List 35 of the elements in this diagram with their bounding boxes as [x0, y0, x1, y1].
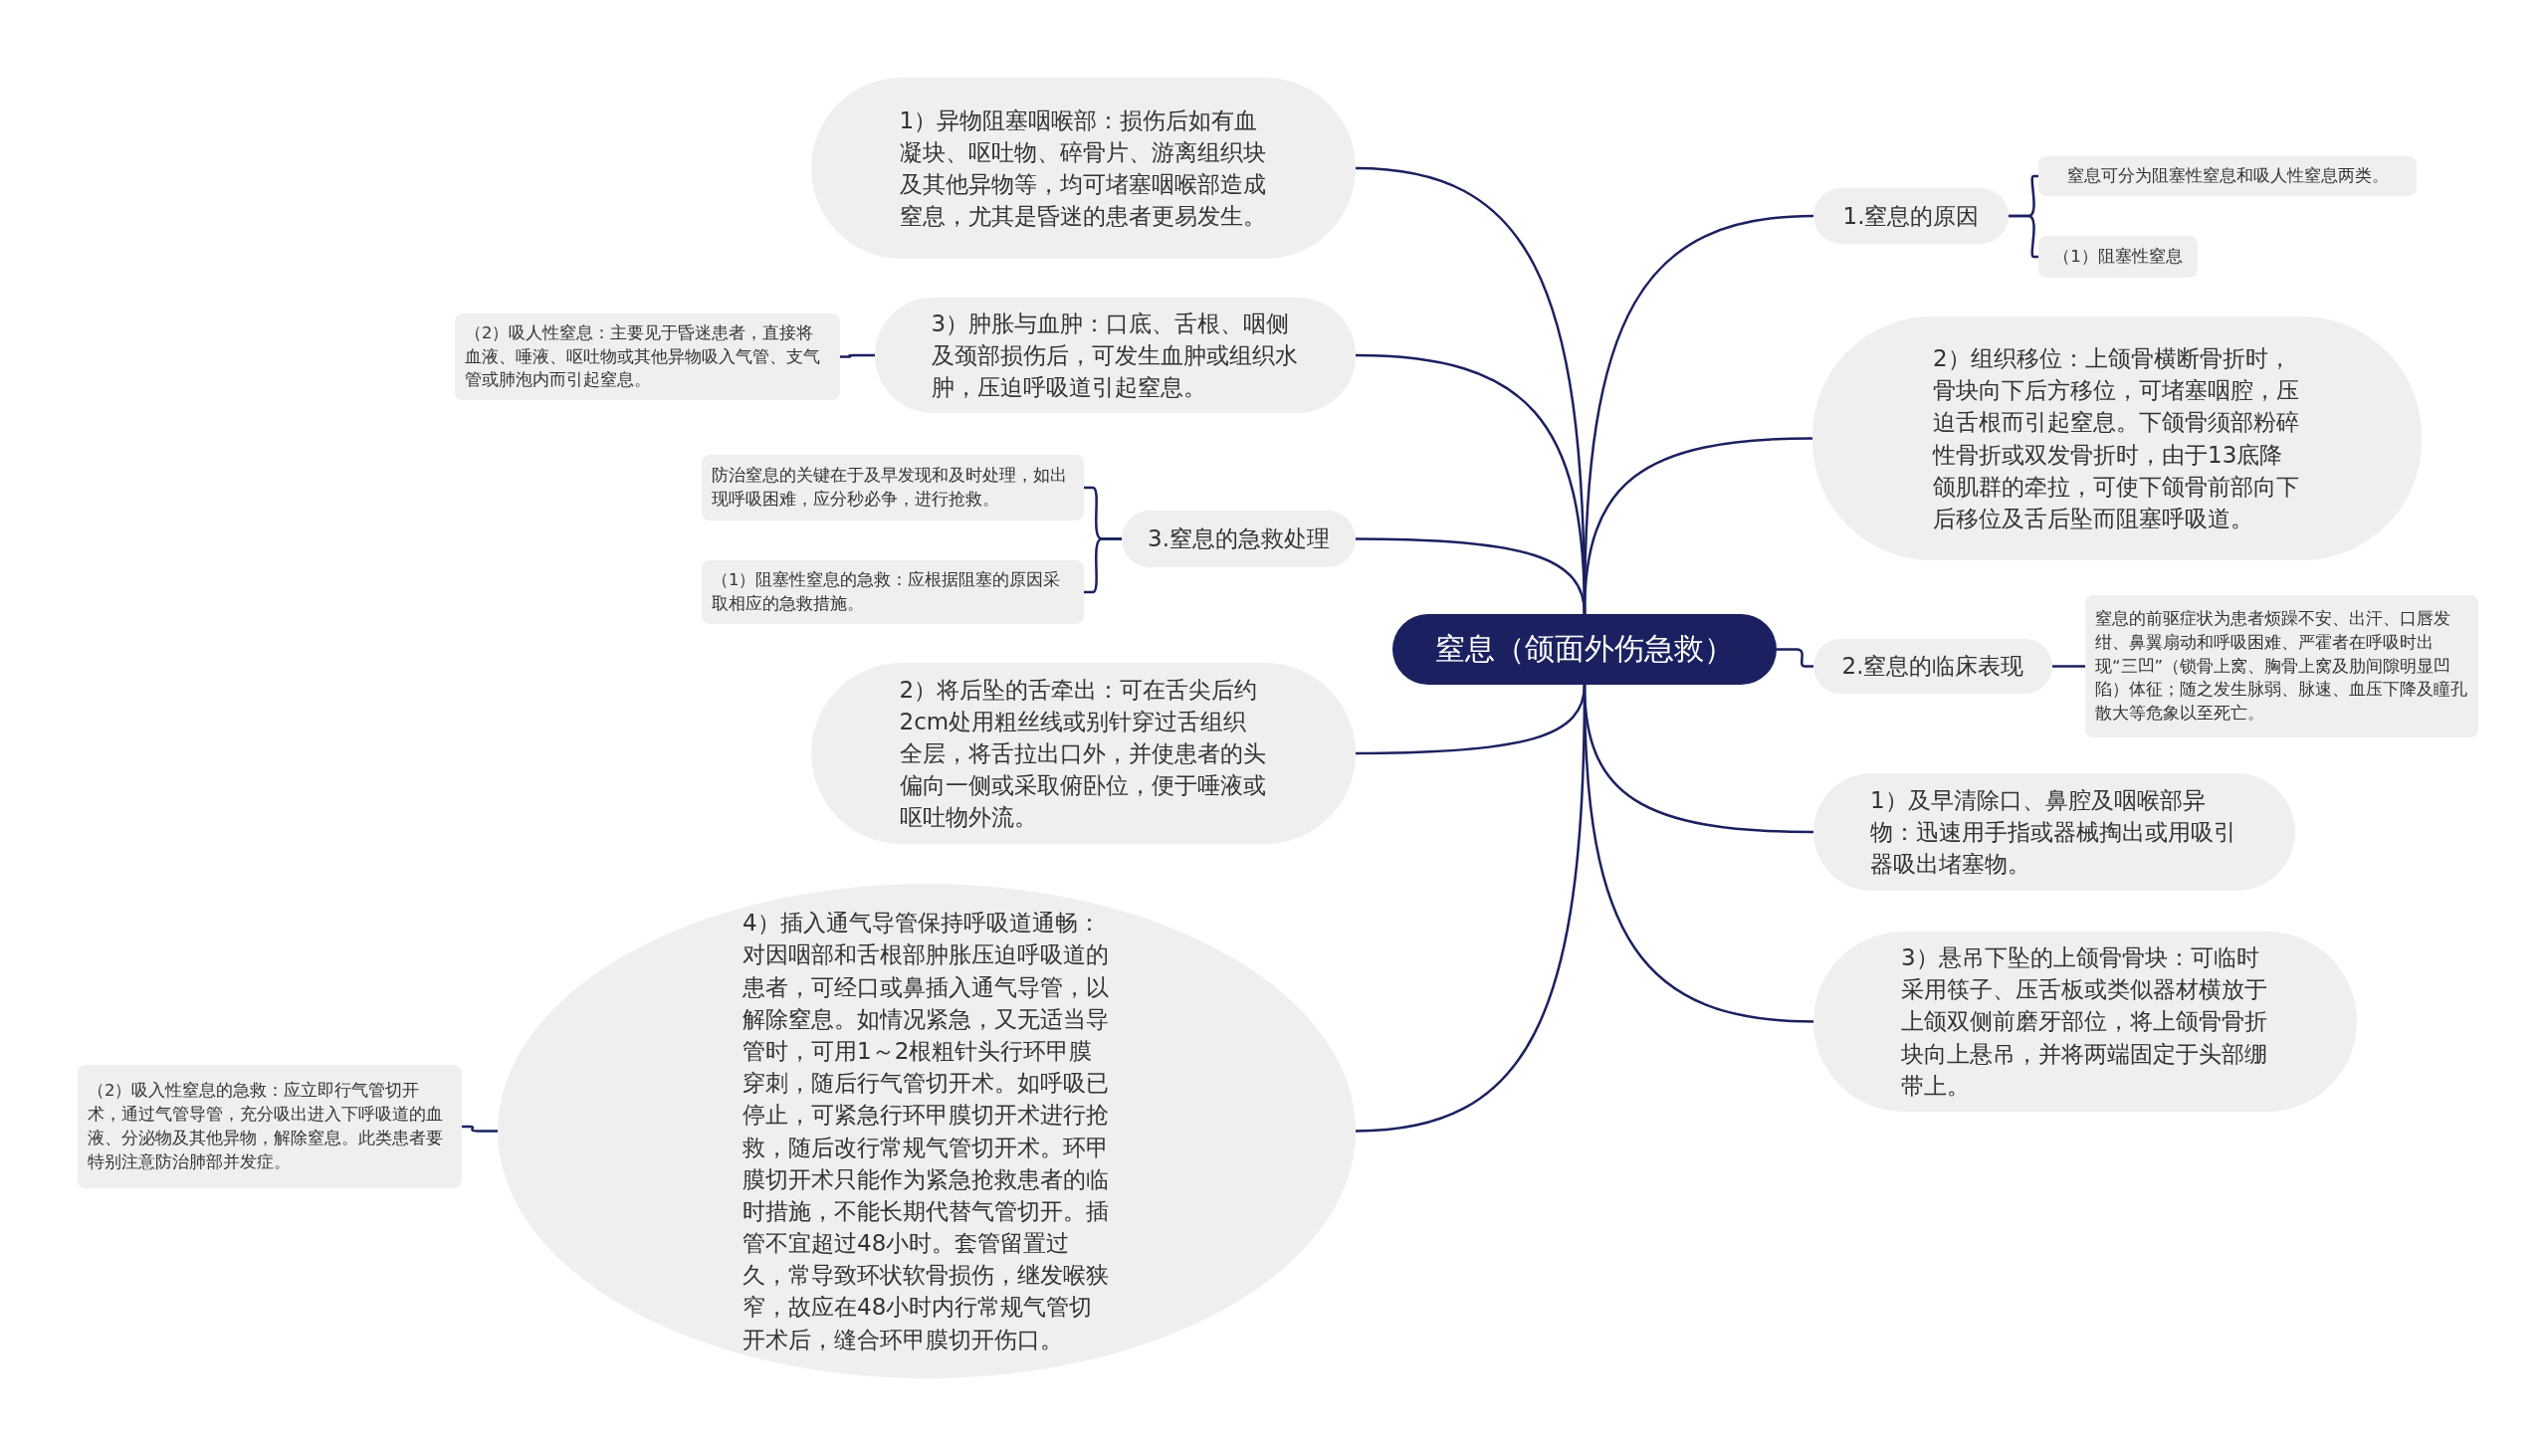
node-text: 2.窒息的临床表现 [1841, 652, 2024, 682]
note-card [455, 313, 840, 400]
node-text: 窒息（颌面外伤急救） [1435, 630, 1734, 668]
note-card [702, 455, 1084, 520]
node-text: 3.窒息的急救处理 [1148, 524, 1330, 554]
node-text: 4）插入通气导管保持呼吸道通畅：对因咽部和舌根部肿胀压迫呼吸道的患者，可经口或鼻插入通气导管，以解除窒息。如情况紧急，又无适当导管时，可用1～2根粗针头行环甲膜穿刺，随后行气管切开术。如呼吸已停止，可紧急行环甲膜切开术进行抢救，随后改行常规气管切开术。环甲膜切开术只能作为紧急抢救患者的临时措施，不能长期代替气管切开。插管不宜超过48小时。套管留置过久，常导致环状软骨损伤，继发喉狭窄，故应在48小时内行常规气管切开术后，缝合环甲膜切开伤口。 [743, 909, 1110, 1354]
note-card [78, 1065, 462, 1188]
node-text: 3）肿胀与血肿：口底、舌根、咽侧及颈部损伤后，可发生血肿或组织水肿，压迫呼吸道引起窒息。 [931, 309, 1299, 403]
node-text: （2）吸入性窒息的急救：应立即行气管切开术，通过气管导管，充分吸出进入下呼吸道的血液、分泌物及其他异物，解除窒息。此类患者要特别注意防治肺部并发症。 [88, 1080, 444, 1173]
node-text: 1）异物阻塞咽喉部：损伤后如有血凝块、呕吐物、碎骨片、游离组织块及其他异物等，均可堵塞咽喉部造成窒息，尤其是昏迷的患者更易发生。 [899, 105, 1267, 232]
connector-line [1777, 648, 1813, 668]
topic-node [1813, 188, 2009, 244]
connector-line [1355, 685, 1587, 1133]
node-text: 窒息可分为阻塞性窒息和吸人性窒息两类。 [2066, 165, 2389, 188]
connector-line [1084, 537, 1122, 594]
node-text: （1）阻塞性窒息 [2053, 246, 2183, 269]
note-card [2038, 236, 2198, 278]
connector-line [462, 1125, 498, 1133]
node-text: （2）吸人性窒息：主要见于昏迷患者，直接将血液、唾液、呕吐物或其他异物吸入气管、支气管或肺泡内而引起窒息。 [465, 321, 821, 392]
topic-node [1122, 511, 1356, 567]
node-text: 2）将后坠的舌牵出：可在舌尖后约2cm处用粗丝线或别针穿过舌组织全层，将舌拉出口外，并使患者的头偏向一侧或采取俯卧位，便于唾液或呕吐物外流。 [899, 675, 1267, 833]
connector-line [2009, 214, 2038, 259]
node-text: （1）阻塞性窒息的急救：应根据阻塞的原因采取相应的急救措施。 [712, 569, 1062, 615]
note-card [2085, 595, 2478, 737]
connector-line [840, 353, 875, 358]
node-text: 窒息的前驱症状为患者烦躁不安、出汗、口唇发绀、鼻翼扇动和呼吸困难、严霍者在呼吸时出现“三凹”（锁骨上窝、胸骨上窝及肋间隙明显凹陷）体征；随之发生脉弱、脉速、血压下降及瞳孔散大等危象以至死亡。 [2095, 607, 2468, 726]
note-card [702, 560, 1084, 624]
node-text: 防治窒息的关键在于及早发现和及时处理，如出现呼吸困难，应分秒必争，进行抢救。 [712, 465, 1068, 511]
node-text: 1）及早清除口、鼻腔及咽喉部异物：迅速用手指或器械掏出或用吸引器吸出堵塞物。 [1870, 785, 2237, 880]
note-card [2038, 156, 2417, 196]
connector-line [2052, 665, 2085, 668]
node-text: 1.窒息的原因 [1842, 201, 1980, 231]
node-text: 2）组织移位：上颌骨横断骨折时，骨块向下后方移位，可堵塞咽腔，压迫舌根而引起窒息。下颌骨须部粉碎性骨折或双发骨折时，由于13底降颌肌群的牵拉，可使下颌骨前部向下后移位及舌后坠而阻塞呼吸道。 [1933, 343, 2300, 533]
node-text: 3）悬吊下坠的上颌骨骨块：可临时采用筷子、压舌板或类似器材横放于上颌双侧前磨牙部位，将上颌骨骨折块向上悬吊，并将两端固定于头部绷带上。 [1901, 943, 2268, 1101]
connector-line [1356, 537, 1587, 615]
